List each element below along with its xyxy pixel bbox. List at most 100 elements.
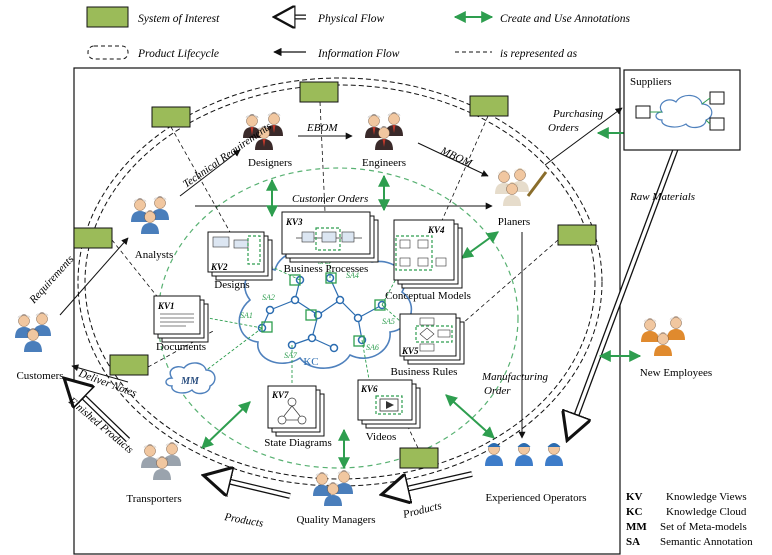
mbom-label: MBOM	[438, 144, 475, 170]
abbr-kc-text: Knowledge Cloud	[666, 506, 747, 518]
abbr-kv: KV	[626, 491, 643, 503]
designers-label: Designers	[248, 157, 292, 169]
kv7-label: KV7	[271, 390, 289, 400]
conceptual-models-artifact: KV4 Conceptual Models	[385, 219, 471, 302]
legend-represented-text: is represented as	[500, 48, 578, 60]
designs-artifact: KV2 Designs	[207, 231, 273, 291]
legend-soi-text: System of Interest	[138, 13, 220, 25]
finished-products-label: Finished Products	[65, 394, 135, 456]
soi-box	[299, 81, 339, 103]
business-rules-artifact: KV5 Business Rules	[391, 313, 465, 378]
abbr-sa: SA	[626, 536, 640, 548]
abbr-kv-text: Knowledge Views	[666, 491, 747, 503]
sa6-label: SA6	[366, 343, 379, 352]
finished-products-arrow	[66, 380, 130, 442]
legend-create-use-text: Create and Use Annotations	[500, 13, 631, 25]
quality-managers-actor: Quality Managers	[296, 470, 376, 526]
legend-lifecycle-text: Product Lifecycle	[137, 48, 219, 60]
abbr-kc: KC	[626, 506, 643, 518]
legend-physical-flow-text: Physical Flow	[317, 13, 384, 25]
sa5-label: SA5	[382, 317, 395, 326]
documents-artifact: KV1 Documents	[153, 295, 209, 353]
sa7-label: SA7	[284, 351, 298, 360]
information-flows	[59, 107, 623, 439]
kv3-label: KV3	[285, 217, 303, 227]
soi-box	[399, 447, 439, 469]
technical-requirements-label: Technical Requirements	[181, 120, 274, 190]
kv1-label: KV1	[157, 301, 175, 311]
soi-box	[109, 354, 149, 376]
designs-label: Designs	[214, 279, 249, 291]
products-left-label: Products	[222, 511, 264, 530]
experienced-operators-label: Experienced Operators	[485, 492, 586, 504]
sa4-label: SA4	[346, 271, 359, 280]
products-right-label: Products	[401, 500, 443, 521]
purchasing-orders-arrow	[544, 107, 623, 166]
soi-box	[151, 106, 191, 128]
soi-box	[557, 224, 597, 246]
state-diagrams-artifact: KV7 State Diagrams	[264, 385, 332, 449]
soi-box	[73, 227, 113, 249]
state-diagrams-label: State Diagrams	[264, 437, 332, 449]
soi-boxes	[73, 81, 597, 469]
conceptual-models-label: Conceptual Models	[385, 290, 471, 302]
customers-label: Customers	[16, 370, 63, 382]
raw-materials-label: Raw Materials	[629, 191, 695, 203]
documents-label: Documents	[156, 341, 206, 353]
planers-actor: Planers	[494, 168, 548, 228]
new-employees-actor: New Employees	[640, 316, 712, 379]
transporters-actor: Transporters	[126, 442, 182, 505]
meta-models-cloud: MM	[165, 362, 216, 395]
suppliers-label: Suppliers	[630, 76, 672, 88]
technical-requirements-arrow	[179, 149, 241, 197]
abbr-mm-text: Set of Meta-models	[660, 521, 747, 533]
sa1-label: SA1	[240, 311, 253, 320]
kv2-label: KV2	[210, 262, 228, 272]
orders-label: Orders	[548, 122, 579, 134]
mbom-arrow	[417, 142, 489, 177]
raw-materials-arrow	[568, 147, 678, 438]
products-arrow-left	[206, 476, 291, 498]
sa2-label: SA2	[262, 293, 275, 302]
ebom-label: EBOM	[306, 122, 338, 134]
kv5-label: KV5	[401, 346, 419, 356]
customer-orders-label: Customer Orders	[292, 193, 368, 205]
physical-flows	[66, 146, 679, 498]
quality-managers-label: Quality Managers	[296, 514, 375, 526]
engineers-label: Engineers	[362, 157, 406, 169]
purchasing-label: Purchasing	[552, 108, 604, 120]
analysts-label: Analysts	[135, 249, 174, 261]
mm-label: MM	[180, 376, 200, 387]
legend-information-flow-text: Information Flow	[317, 48, 400, 60]
requirements-label: Requirements	[27, 253, 77, 306]
videos-artifact: KV6 Videos	[357, 379, 421, 443]
suppliers-box: Suppliers	[623, 69, 741, 151]
annotation-ring	[157, 167, 519, 469]
videos-label: Videos	[366, 431, 397, 443]
play-icon	[386, 401, 394, 409]
pencil-icon	[526, 171, 548, 197]
engineers-actor: Engineers	[362, 112, 406, 169]
order-label: Order	[484, 385, 511, 397]
abbreviation-key: KV Knowledge Views KC Knowledge Cloud MM…	[626, 491, 753, 548]
legend-lifecycle-symbol	[87, 45, 129, 60]
products-arrow-right	[384, 472, 473, 494]
transporters-label: Transporters	[126, 493, 181, 505]
legend: System of Interest Physical Flow Create …	[86, 7, 631, 60]
kv6-label: KV6	[360, 384, 378, 394]
business-rules-label: Business Rules	[391, 366, 458, 378]
analysts-actor: Analysts	[130, 196, 174, 261]
abbr-sa-text: Semantic Annotation	[660, 536, 753, 548]
planers-label: Planers	[498, 216, 530, 228]
experienced-operators-actor: Experienced Operators	[484, 442, 587, 504]
business-processes-label: Business Processes	[284, 263, 369, 275]
kv4-label: KV4	[427, 225, 445, 235]
abbr-mm: MM	[626, 521, 647, 533]
new-employees-label: New Employees	[640, 367, 712, 379]
deliver-notes-arrow	[71, 364, 129, 383]
requirements-arrow	[59, 237, 129, 316]
lifecycle-ring-outer	[77, 77, 603, 487]
customers-actor: Customers	[14, 312, 64, 382]
system-boundary	[73, 67, 621, 555]
